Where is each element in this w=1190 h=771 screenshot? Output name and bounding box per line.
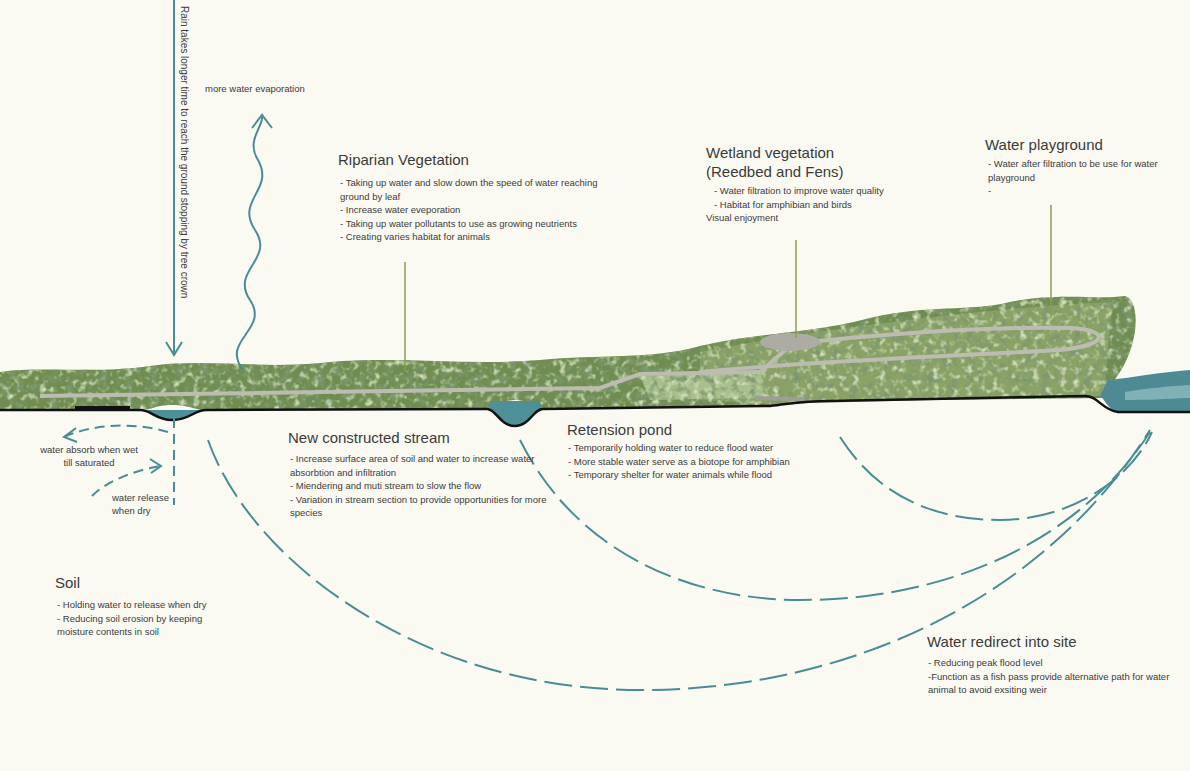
annotation-text: more water evaporation [205,82,365,95]
arrow-label: water absorb when wet till saturated [40,444,138,469]
bullet-text: - Increase surface area of soil and wate… [290,452,560,479]
section-heading: Retension pond [567,420,837,439]
section-heading: Riparian Vegetation [338,150,618,169]
section-heading: Soil [55,573,255,592]
bullet-text: - Taking up water and slow down the spee… [340,176,612,203]
bullet-text: - Water after filtration to be use for w… [988,157,1183,184]
bullet-text: - Increase water eveporation [340,203,612,217]
release-arrow [92,466,160,496]
bullet-text: - Habitat for amphibian and birds [714,198,944,212]
redirect-arc [840,432,1152,520]
vertical-annotation: Rain takes longer time to reach the grou… [178,6,190,298]
bullet-text: - [988,184,1183,198]
redirect-arc [520,432,1150,600]
bullet-text: - Temporarily holding water to reduce fl… [568,441,838,455]
bullet-text: -Function as a fish pass provide alterna… [928,670,1178,697]
arrowhead [64,428,77,442]
ground-bar [75,406,130,410]
redirect-arc [208,430,1150,690]
viewing-platform [760,333,820,351]
leader-line [1050,205,1052,318]
bullet-text: - Taking up water pollutants to use as g… [340,217,612,231]
section-heading: Water playground [985,135,1185,154]
bullet-text: - More stable water serve as a biotope f… [568,455,838,469]
evaporation-arrow [237,115,263,370]
infiltration-line [173,418,175,505]
bullet-text: - Water filtration to improve water qual… [714,184,944,198]
rain-arrow [173,0,175,355]
bullet-text: - Variation in stream section to provide… [290,493,560,520]
arrowhead [252,115,272,128]
bullet-text: - Reducing peak flood level [928,656,1178,670]
arrowhead [166,342,182,355]
bullet-text: - Temporary shelter for water animals wh… [568,468,838,482]
bullet-text: - Miendering and muti stream to slow the… [290,479,560,493]
section-heading: Wetland vegetation (Reedbed and Fens) [706,143,866,181]
bullet-text: - Reducing soil erosion by keeping moist… [57,612,232,639]
river-water-light [1125,385,1190,400]
arrow-label: water release when dry [112,492,172,517]
boardwalk [40,372,760,396]
leader-line [404,262,406,372]
bridge [755,398,805,399]
arrowhead [150,459,161,473]
bullet-text: Visual enjoyment [706,211,936,225]
section-heading: Water redirect into site [927,632,1182,651]
absorb-arrow [66,426,168,436]
leader-line [795,240,797,338]
boardwalk [700,328,1099,372]
bullet-text: - Creating varies habitat for animals [340,230,612,244]
section-heading: New constructed stream [288,428,558,447]
bullet-text: - Holding water to release when dry [57,598,232,612]
river-water [1100,370,1190,412]
